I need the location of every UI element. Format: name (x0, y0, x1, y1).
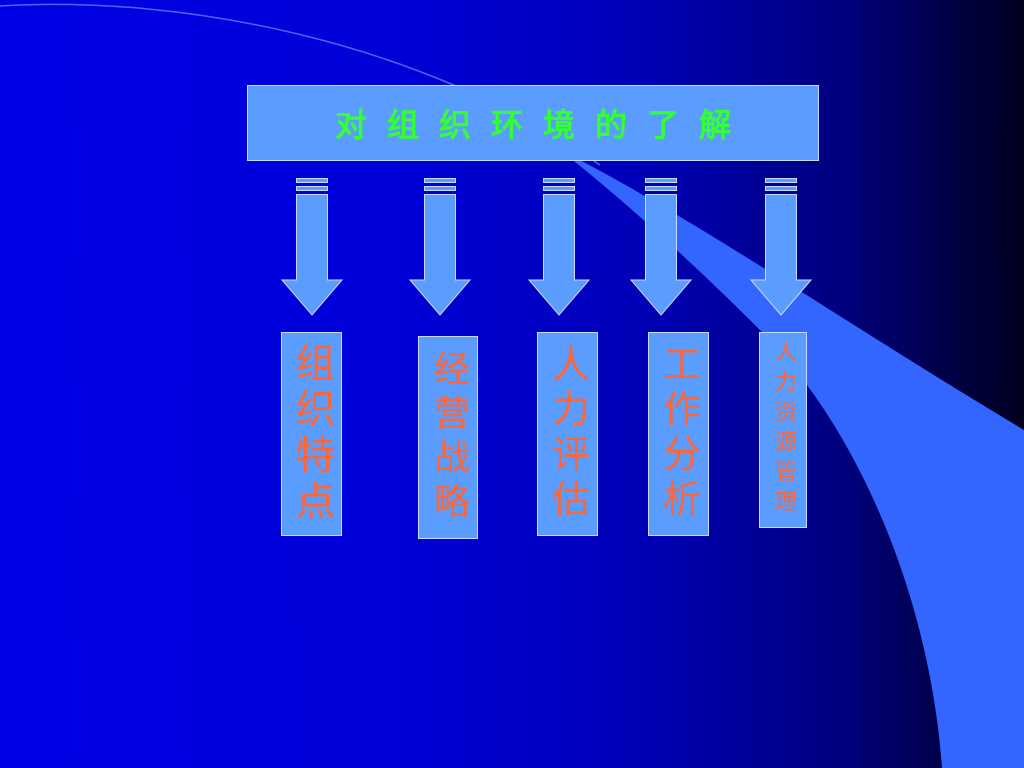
item-label: 经营战略 (428, 349, 469, 526)
item-box-manpower-assessment: 人力评估 (537, 332, 598, 536)
title-text: 对组织环境的了解 (334, 106, 751, 144)
down-arrow-icon (750, 178, 812, 316)
title-box: 对组织环境的了解 (247, 85, 819, 161)
item-box-job-analysis: 工作分析 (648, 332, 709, 536)
item-label: 人力资源管理 (771, 340, 796, 520)
item-label: 工作分析 (656, 344, 701, 524)
item-label: 人力评估 (545, 344, 590, 524)
down-arrow-icon (409, 178, 471, 316)
item-box-hr-management: 人力资源管理 (759, 332, 807, 528)
down-arrow-icon (281, 178, 343, 316)
background-light-band (560, 150, 1024, 768)
item-label: 组织特点 (288, 342, 335, 526)
item-box-business-strategy: 经营战略 (418, 336, 478, 539)
down-arrow-icon (630, 178, 692, 316)
item-box-organization-features: 组织特点 (281, 332, 342, 536)
down-arrow-icon (528, 178, 590, 316)
